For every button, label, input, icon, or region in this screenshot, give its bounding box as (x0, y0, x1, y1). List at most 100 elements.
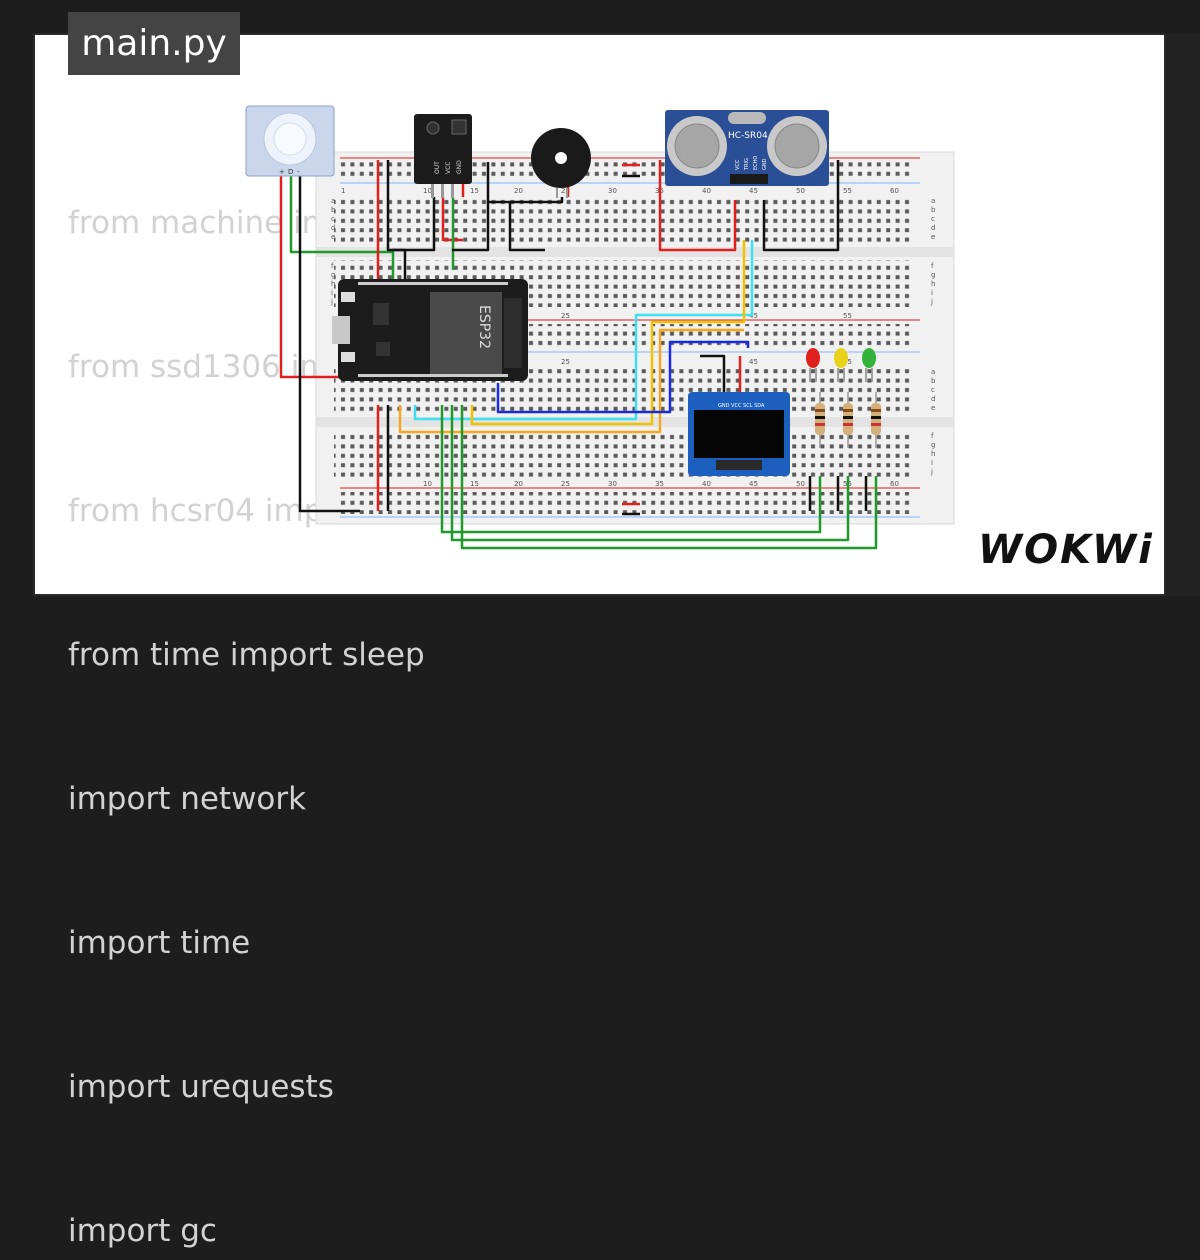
row-letter: i (931, 459, 933, 467)
ultrasonic-pin-label: ECHO (753, 156, 759, 170)
wire-yellow (470, 240, 746, 426)
column-number: 40 (702, 187, 711, 195)
wire-green (450, 405, 850, 542)
column-number: 15 (470, 187, 479, 195)
column-number: 55 (843, 187, 852, 195)
column-number: 1 (341, 187, 345, 195)
column-number: 45 (749, 480, 758, 488)
resistor[interactable] (815, 392, 825, 448)
ultrasonic-label: HC-SR04 (728, 131, 768, 141)
column-number: 20 (514, 187, 523, 195)
row-letter: e (931, 233, 935, 241)
column-number: 25 (561, 480, 570, 488)
circuit-diagram: 1 10 15 20 25 30 35 40 45 50 55 60 10 15… (245, 105, 955, 550)
column-number: 45 (749, 187, 758, 195)
row-letter: d (331, 224, 335, 232)
column-number: 25 (561, 187, 570, 195)
wire-black (508, 202, 545, 252)
row-letter: i (931, 289, 933, 297)
row-letter: j (330, 298, 333, 306)
bottom-frame (0, 596, 1200, 630)
code-line: import gc (68, 1213, 217, 1249)
row-letter: h (931, 280, 935, 288)
wire-black (392, 197, 436, 252)
column-number: 50 (796, 480, 805, 488)
column-number: 10 (423, 480, 432, 488)
row-letter: j (930, 468, 933, 476)
wire-black (762, 160, 840, 252)
led-green[interactable] (862, 348, 876, 382)
wire-green (460, 405, 878, 550)
ultrasonic-pin-label: GND (762, 158, 768, 170)
wire-cyan (413, 240, 754, 421)
column-number: 25 (561, 358, 570, 366)
wire-black (298, 175, 360, 513)
buzzer[interactable] (531, 128, 591, 198)
row-letter: a (931, 197, 935, 205)
column-number: 50 (796, 187, 805, 195)
dht-pin-label: GND (456, 160, 463, 174)
row-letter: a (931, 368, 935, 376)
row-letter: h (931, 450, 935, 458)
leds (806, 348, 881, 448)
code-line: from time import sleep (68, 637, 425, 673)
code-line: import urequests (68, 1069, 334, 1105)
row-letter: i (331, 289, 333, 297)
column-number: 35 (655, 480, 664, 488)
column-number: 55 (843, 312, 852, 320)
row-letter: g (331, 271, 335, 279)
resistor[interactable] (871, 392, 881, 448)
column-number: 45 (749, 358, 758, 366)
wire-black (488, 197, 564, 204)
led-yellow[interactable] (834, 348, 848, 382)
row-letter: a (331, 197, 335, 205)
wire-red (441, 197, 463, 242)
wire-red (658, 160, 737, 252)
pir-pin-label: + (279, 168, 285, 176)
row-letter: j (930, 298, 933, 306)
row-letter: b (931, 206, 936, 214)
column-number: 10 (423, 187, 432, 195)
row-letters: a b c d e a b c d e f g h i j f g h i j … (330, 197, 936, 476)
pir-pin-label: D (288, 168, 293, 176)
ultrasonic-pin-label: TRIG (744, 158, 750, 171)
code-line: import time (68, 925, 251, 961)
wire-black (700, 354, 726, 396)
column-number: 30 (608, 480, 617, 488)
row-letter: c (931, 215, 935, 223)
esp32-label: ESP32 (476, 305, 492, 349)
dht-sensor[interactable]: OUT VCC GND (414, 114, 472, 198)
row-letter: h (331, 280, 335, 288)
file-tab[interactable]: main.py (68, 12, 240, 75)
row-letter: e (331, 233, 335, 241)
column-number: 25 (561, 312, 570, 320)
row-letter: g (931, 441, 935, 449)
row-letter: f (331, 262, 334, 270)
row-letter: f (931, 432, 934, 440)
row-letter: f (931, 262, 934, 270)
column-number: 30 (608, 187, 617, 195)
oled-display[interactable]: GND VCC SCL SDA (688, 392, 790, 476)
oled-pin-label: GND VCC SCL SDA (718, 403, 765, 409)
wokwi-logo: WOKWi (978, 527, 1154, 573)
wire-blue (496, 340, 750, 414)
row-letter: e (931, 404, 935, 412)
column-number: 60 (890, 187, 899, 195)
wire-green (289, 175, 395, 282)
row-letter: g (931, 271, 935, 279)
row-letter: d (931, 395, 935, 403)
column-number: 60 (890, 480, 899, 488)
ultrasonic-sensor[interactable]: HC-SR04 VCC TRIG ECHO GND (665, 110, 829, 186)
resistor[interactable] (843, 392, 853, 448)
wire-black (452, 162, 490, 252)
led-red[interactable] (806, 348, 820, 382)
pir-motion-sensor[interactable]: + D - (245, 105, 335, 177)
dht-pin-label: OUT (434, 161, 441, 174)
row-letter: c (331, 215, 335, 223)
column-number: 45 (749, 312, 758, 320)
pir-pin-label: - (297, 168, 300, 176)
column-number: 40 (702, 480, 711, 488)
ultrasonic-pin-label: VCC (735, 159, 741, 170)
esp32-board[interactable]: ESP32 (332, 279, 528, 381)
wire-green (440, 405, 822, 534)
